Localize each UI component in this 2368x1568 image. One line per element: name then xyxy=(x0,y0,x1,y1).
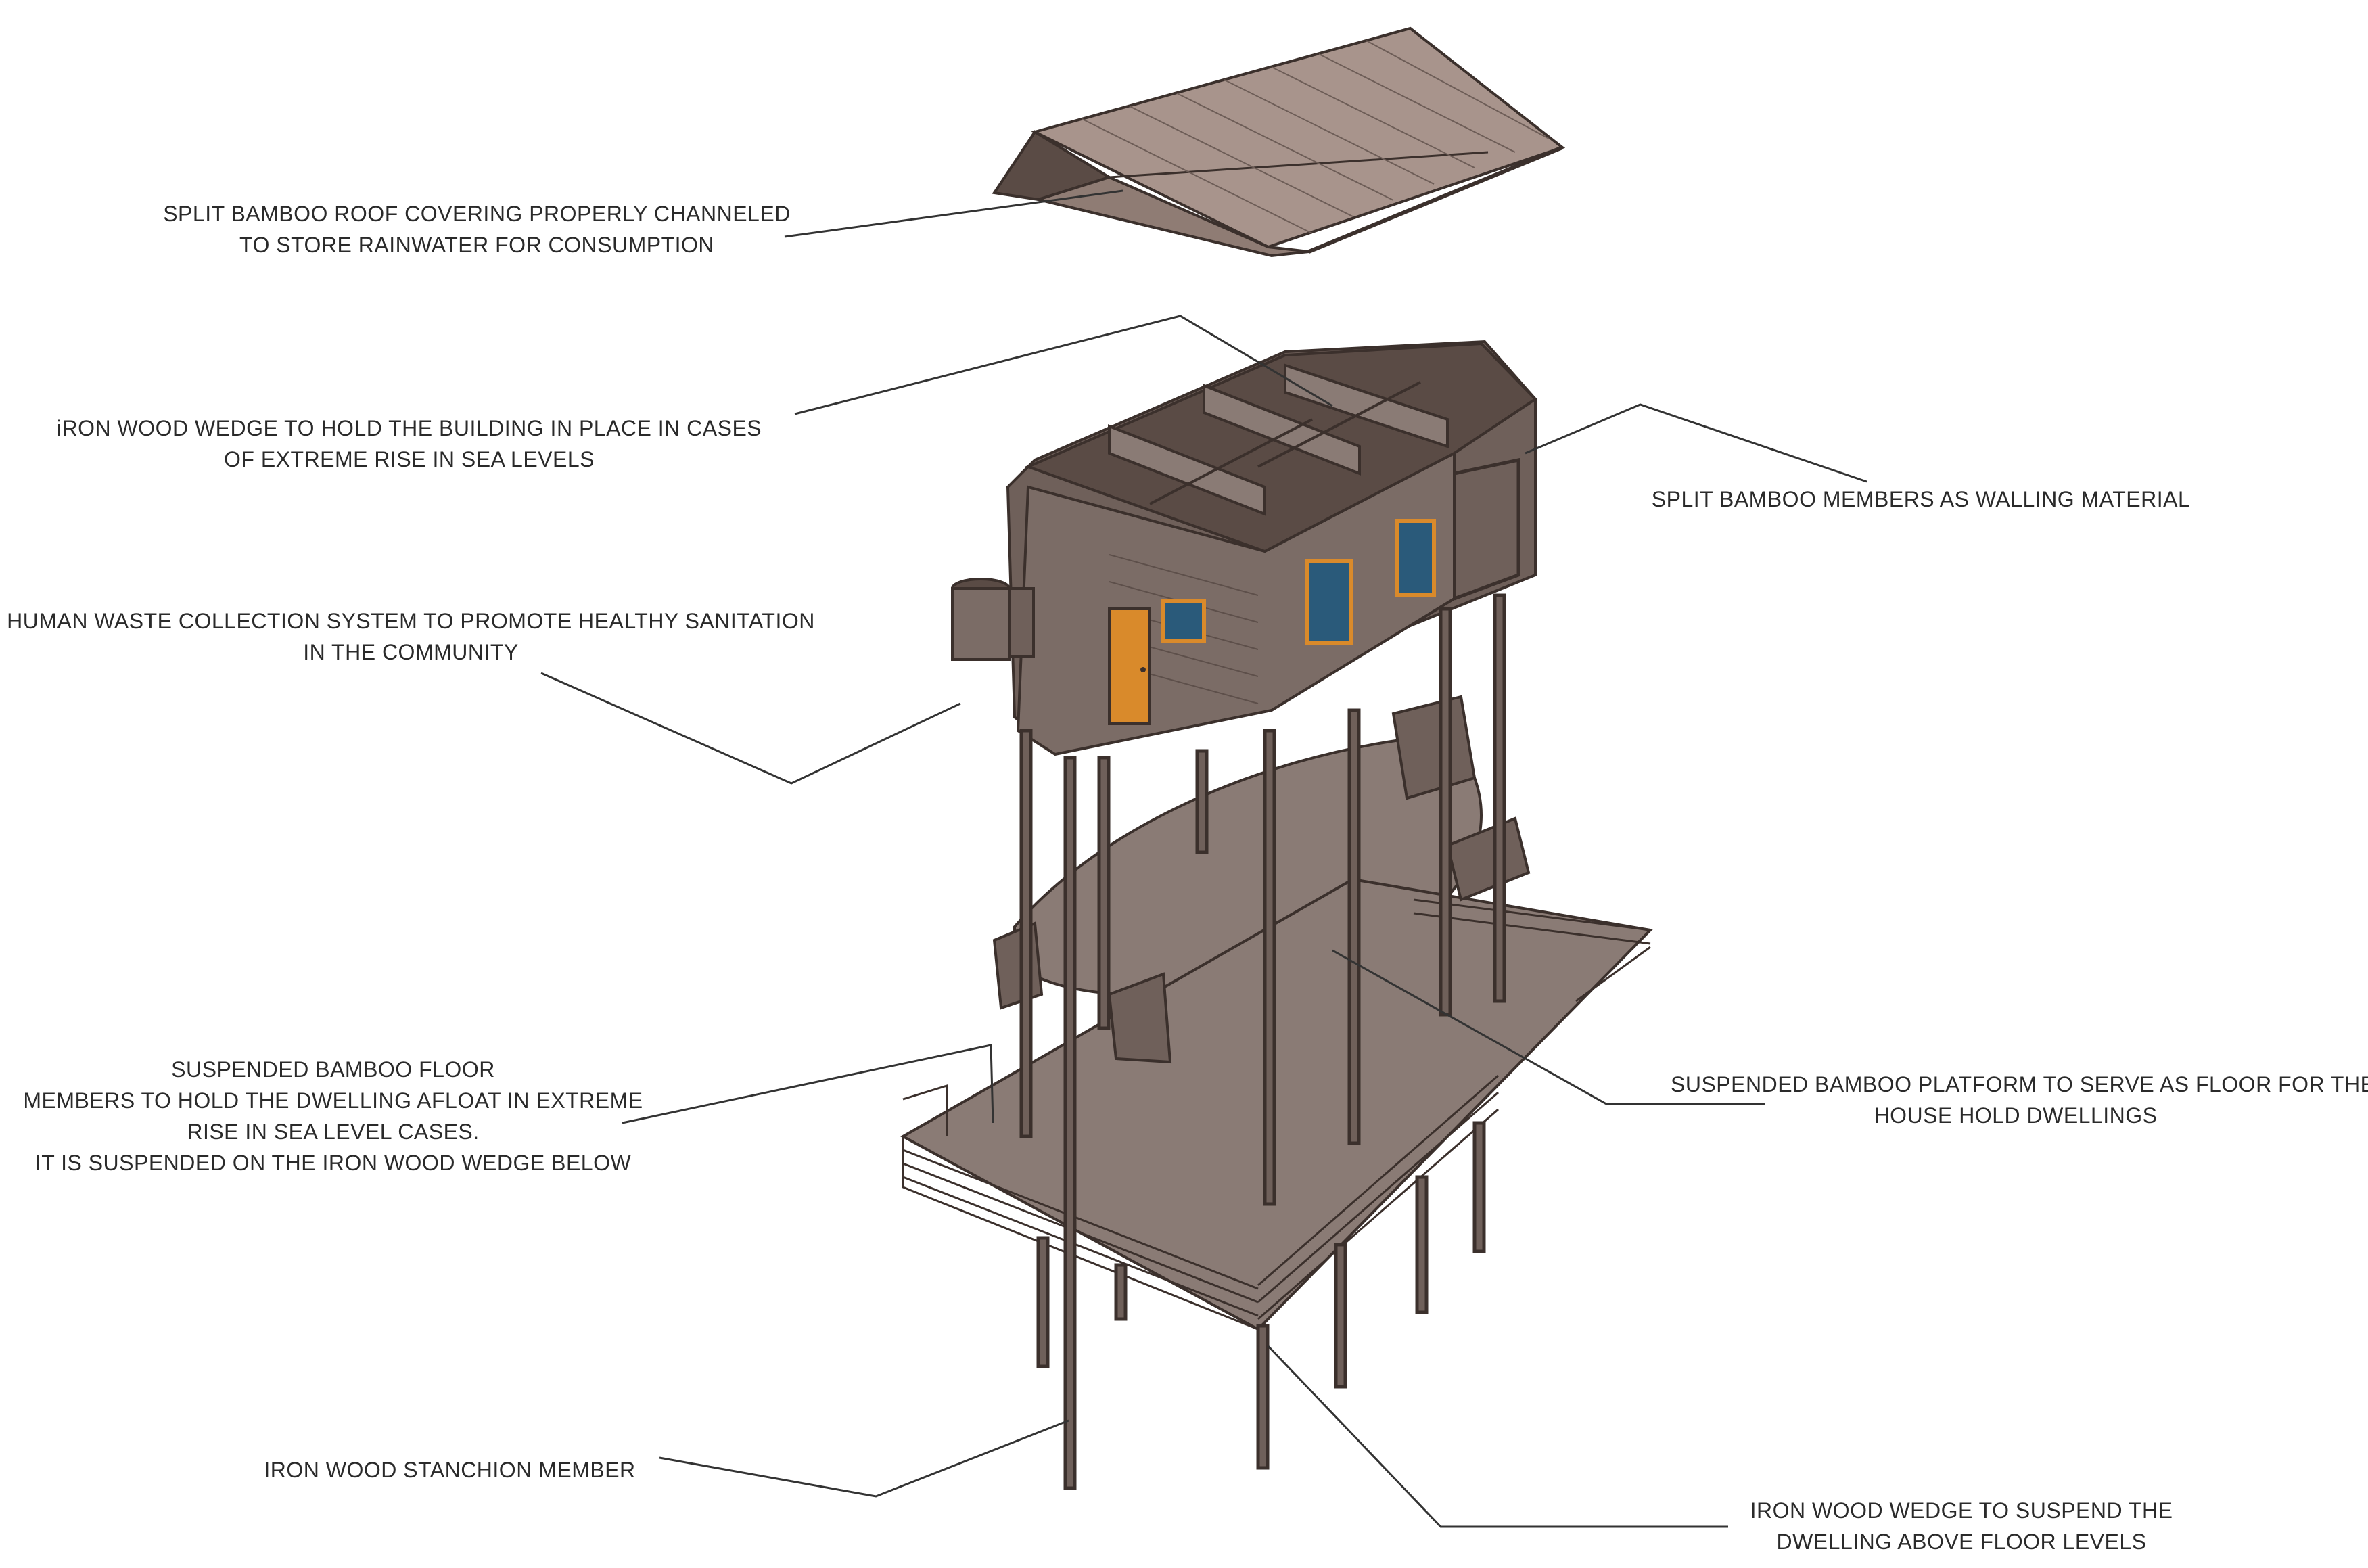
label-walling-line-1: SPLIT BAMBOO MEMBERS AS WALLING MATERIAL xyxy=(1651,487,2191,511)
label-stanchion-line-1: IRON WOOD STANCHION MEMBER xyxy=(264,1458,636,1482)
door-handle xyxy=(1140,667,1146,672)
label-platform: SUSPENDED BAMBOO PLATFORM TO SERVE AS FL… xyxy=(1671,1069,2368,1131)
roof-ridge xyxy=(1109,151,1489,179)
label-roof-line-1: SPLIT BAMBOO ROOF COVERING PROPERLY CHAN… xyxy=(163,202,791,226)
label-platform-line-1: SUSPENDED BAMBOO PLATFORM TO SERVE AS FL… xyxy=(1671,1072,2368,1097)
leader-floor xyxy=(622,1044,994,1124)
label-iron-wedge-top-line-1: iRON WOOD WEDGE TO HOLD THE BUILDING IN … xyxy=(56,416,762,440)
dwelling-top-frame xyxy=(1024,342,1538,553)
leader-walling xyxy=(1525,403,1867,483)
label-wedge-bottom-line-2: DWELLING ABOVE FLOOR LEVELS xyxy=(1776,1529,2147,1554)
leader-iron-wedge-top xyxy=(794,315,1333,415)
upper-dwelling xyxy=(1006,340,1538,756)
label-floor-line-1: SUSPENDED BAMBOO FLOOR xyxy=(171,1057,495,1082)
label-wedge-bottom-line-1: IRON WOOD WEDGE TO SUSPEND THE xyxy=(1750,1498,2173,1523)
roof-bamboo-strips xyxy=(1082,40,1550,234)
window-middle xyxy=(1305,559,1353,645)
label-stanchion: IRON WOOD STANCHION MEMBER xyxy=(254,1454,646,1485)
lower-deck xyxy=(900,877,1654,1331)
label-floor-line-4: IT IS SUSPENDED ON THE IRON WOOD WEDGE B… xyxy=(34,1151,632,1175)
door xyxy=(1108,607,1151,725)
leader-wedge-bottom xyxy=(1267,1345,1728,1528)
label-walling: SPLIT BAMBOO MEMBERS AS WALLING MATERIAL xyxy=(1637,484,2205,515)
label-roof-line-2: TO STORE RAINWATER FOR CONSUMPTION xyxy=(239,233,715,257)
leader-roof xyxy=(784,189,1123,238)
label-waste: HUMAN WASTE COLLECTION SYSTEM TO PROMOTE… xyxy=(0,605,822,668)
roof-front-plane xyxy=(1033,175,1309,258)
label-wedge-bottom: IRON WOOD WEDGE TO SUSPEND THE DWELLING … xyxy=(1718,1495,2205,1557)
leader-platform xyxy=(1332,949,1765,1105)
window-small xyxy=(1161,599,1206,643)
partition-walls xyxy=(1108,363,1449,516)
deck-railings xyxy=(902,898,1651,1331)
label-roof: SPLIT BAMBOO ROOF COVERING PROPERLY CHAN… xyxy=(108,198,845,260)
label-platform-line-2: HOUSE HOLD DWELLINGS xyxy=(1874,1103,2158,1128)
stairs xyxy=(992,695,1531,1064)
leader-lines xyxy=(540,189,1867,1528)
label-waste-line-1: HUMAN WASTE COLLECTION SYSTEM TO PROMOTE… xyxy=(7,609,815,633)
window-right xyxy=(1395,519,1436,597)
label-iron-wedge-top-line-2: OF EXTREME RISE IN SEA LEVELS xyxy=(224,447,595,471)
leader-waste xyxy=(540,672,961,785)
balcony-frame xyxy=(1454,457,1520,601)
leader-stanchion xyxy=(659,1419,1069,1498)
label-waste-line-2: IN THE COMMUNITY xyxy=(303,640,519,664)
roof-gutter xyxy=(1307,145,1564,254)
stanchion-columns xyxy=(1019,593,1506,1490)
label-floor: SUSPENDED BAMBOO FLOOR MEMBERS TO HOLD T… xyxy=(7,1054,659,1178)
waste-collection-tank xyxy=(951,578,1035,661)
label-floor-line-2: MEMBERS TO HOLD THE DWELLING AFLOAT IN E… xyxy=(23,1088,643,1113)
label-iron-wedge-top: iRON WOOD WEDGE TO HOLD THE BUILDING IN … xyxy=(20,413,798,475)
label-floor-line-3: RISE IN SEA LEVEL CASES. xyxy=(187,1120,480,1144)
roof-assembly xyxy=(992,26,1566,258)
